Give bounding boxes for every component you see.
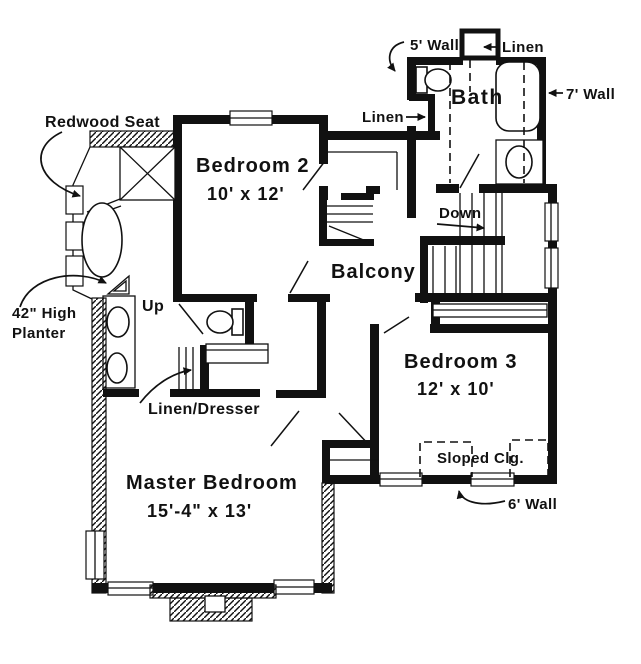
main-staircase [432,193,503,293]
dim-label-bedroom-3: 12' x 10' [417,379,495,399]
callout-redwood-seat: Redwood Seat [45,114,160,131]
linen-dresser-arrow [139,367,192,404]
room-label-bedroom-2: Bedroom 2 [196,155,309,177]
callout-linen-top: Linen [502,39,544,56]
master-vanity [205,343,269,364]
callout-wall-6: 6' Wall [508,496,557,513]
dim-label-bedroom-2: 10' x 12' [207,184,285,204]
callout-linen-dresser: Linen/Dresser [148,401,260,418]
sloped-ceiling-lines [419,60,549,477]
room-label-master-bedroom: Master Bedroom [126,472,298,494]
planter-arrow [19,274,107,308]
room-label-bath: Bath [451,86,504,109]
callout-up: Up [142,298,164,315]
callout-wall-5: 5' Wall [410,37,459,54]
redwood-seat-arrow [40,131,81,198]
callout-linen-hall: Linen [362,109,404,126]
chimney [149,584,277,622]
callout-planter-line2: Planter [12,325,66,342]
callout-sloped-ceiling: Sloped Clg. [437,450,524,467]
balcony-railing [432,303,548,318]
dim-label-master-bedroom: 15'-4" x 13' [147,501,252,521]
wall-5-arrow [387,41,405,72]
room-label-balcony: Balcony [331,261,416,283]
spa-tub [81,202,123,278]
bathtub [495,61,541,132]
callout-planter-line1: 42" High [12,305,77,322]
hall-planters [106,306,130,384]
callout-arrows [19,41,563,505]
callout-wall-7: 7' Wall [566,86,615,103]
bath-sink-vanity [495,139,544,185]
corner-planter [106,274,130,295]
window-seat [119,146,176,201]
callout-down: Down [439,205,481,222]
wall-6-arrow [456,490,506,505]
room-label-bedroom-3: Bedroom 3 [404,351,517,373]
master-toilet [206,308,244,336]
stair-head [327,205,373,244]
bath-toilet [415,66,452,94]
door-swings [178,153,480,448]
down-arrow [436,223,485,232]
